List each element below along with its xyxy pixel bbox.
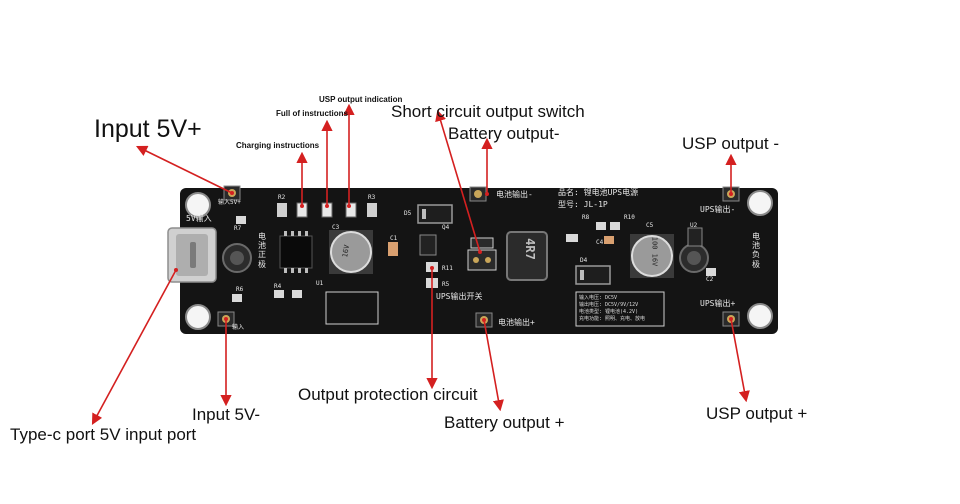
silk-battery-positive: 电池正极 xyxy=(258,232,266,269)
arrow-short-switch xyxy=(435,109,481,253)
ref-q4: Q4 xyxy=(442,224,450,231)
silk-input-plus: 输入5V+ xyxy=(218,199,241,206)
ref-c3: C3 xyxy=(332,224,340,231)
ref-u1: U1 xyxy=(316,280,324,287)
silk-ups-plus: UPS输出+ xyxy=(700,299,736,308)
ref-r4: R4 xyxy=(274,283,282,290)
mosfet-q1 xyxy=(687,227,703,247)
jumper-switch-top xyxy=(470,237,494,249)
silk-input-minus: 输入 xyxy=(232,324,245,331)
ref-c2: C2 xyxy=(706,276,714,283)
label-usp-output-minus: USP output - xyxy=(682,134,780,153)
ref-c1: C1 xyxy=(390,235,398,242)
label-typec-port: Type-c port 5V input port xyxy=(10,425,197,444)
silk-title: 品名: 锂电池UPS电源 xyxy=(558,188,639,197)
capacitor-c5 xyxy=(631,235,673,277)
silk-cap-right: 100 16V xyxy=(650,236,659,267)
label-short-circuit-switch: Short circuit output switch xyxy=(391,102,585,121)
label-input-5v-plus: Input 5V+ xyxy=(94,115,202,143)
mounting-hole xyxy=(185,192,211,218)
mounting-hole xyxy=(747,190,773,216)
silk-battery-plus: 电池输出+ xyxy=(498,318,535,327)
diode-d4 xyxy=(575,265,611,285)
label-battery-output-plus: Battery output + xyxy=(444,413,565,432)
arrow-input-plus xyxy=(135,145,233,194)
arrow-battery-plus xyxy=(483,319,504,412)
ref-r10: R10 xyxy=(624,214,635,221)
ref-c4: C4 xyxy=(596,239,604,246)
silk-battery-minus: 电池输出- xyxy=(496,190,533,199)
ref-u2: U2 xyxy=(690,222,698,229)
silk-model: 型号: JL-1P xyxy=(558,200,608,209)
ref-d5: D5 xyxy=(404,210,412,217)
silk-spec-line: 电池类型: 锂电池(4.2V) xyxy=(579,309,639,315)
silk-load: 电池负极 xyxy=(752,232,760,269)
ic-chip xyxy=(279,235,313,269)
jumper-switch xyxy=(467,249,497,271)
label-input-5v-minus: Input 5V- xyxy=(192,405,261,424)
label-charging-instructions: Charging instructions xyxy=(236,141,320,150)
ref-r5: R5 xyxy=(442,281,450,288)
led-usp xyxy=(345,202,357,218)
diode-d5 xyxy=(417,204,453,224)
label-full-instructions: Full of instructions xyxy=(276,109,348,118)
silk-inductor-value: 4R7 xyxy=(522,238,537,260)
silk-spec-line: 输入电压: DC5V xyxy=(579,295,618,301)
capacitor-c3 xyxy=(330,231,372,273)
ref-r8: R8 xyxy=(582,214,590,221)
mosfet-q4 xyxy=(419,234,437,256)
arrow-usp-plus xyxy=(730,318,750,403)
inductor-4r7 xyxy=(506,231,548,281)
ref-r6: R6 xyxy=(236,286,244,293)
label-battery-output-minus: Battery output- xyxy=(448,124,560,143)
ref-c5: C5 xyxy=(646,222,654,229)
ref-r3: R3 xyxy=(368,194,376,201)
svg-text:16V: 16V xyxy=(341,243,351,258)
silk-ups-minus: UPS输出- xyxy=(700,205,736,214)
arrow-typec xyxy=(91,269,177,425)
ref-r11: R11 xyxy=(442,265,453,272)
label-output-protection: Output protection circuit xyxy=(298,385,478,404)
silk-spec-line: 输出电压: DC5V/9V/12V xyxy=(579,302,639,308)
label-usp-output-indication: USP output indication xyxy=(319,95,403,104)
ref-d4: D4 xyxy=(580,257,588,264)
ref-r7: R7 xyxy=(234,225,242,232)
silk-spec-line: 充电功能: 照明、充电、放电 xyxy=(579,316,646,322)
silk-5v-input: 5V输入 xyxy=(186,214,212,223)
mounting-hole xyxy=(185,304,211,330)
silk-ups-switch: UPS输出开关 xyxy=(436,292,483,301)
ref-r2: R2 xyxy=(278,194,286,201)
label-usp-output-plus: USP output + xyxy=(706,404,808,423)
mounting-hole xyxy=(747,303,773,329)
